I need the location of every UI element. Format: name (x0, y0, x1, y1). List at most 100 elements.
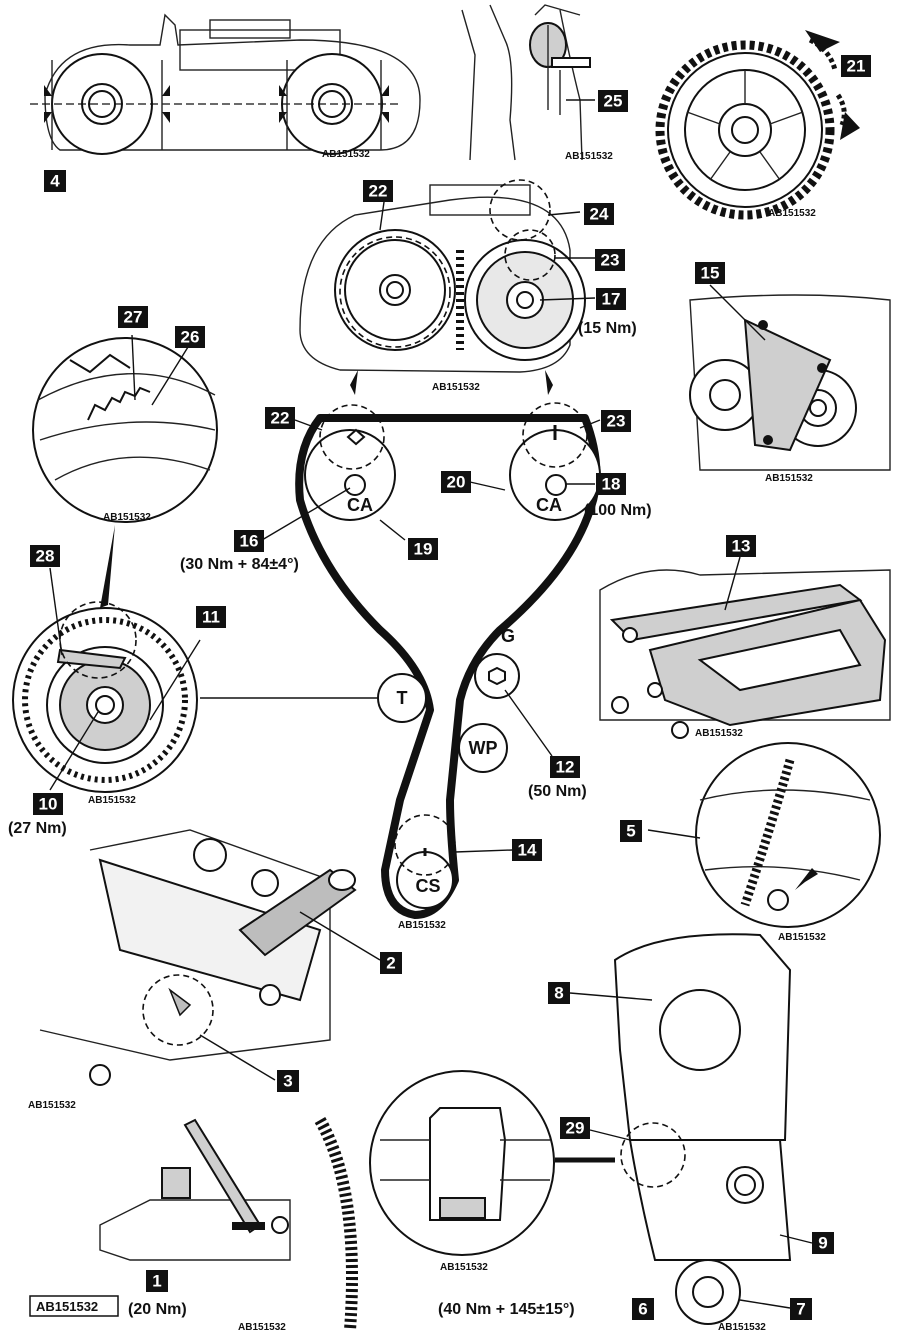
callout-21: 21 (841, 55, 871, 77)
corner-reference: AB151532 (29, 1295, 119, 1317)
callout-3: 3 (277, 1070, 299, 1092)
torque-18: (100 Nm) (584, 502, 652, 519)
callout-17: 17 (596, 288, 626, 310)
pulley-tensioner: T (397, 688, 408, 708)
panel-26-27-detail: AB151532 27 26 (32, 306, 218, 608)
pulley-guide-label: G (501, 626, 515, 646)
svg-text:10: 10 (39, 795, 58, 814)
svg-text:17: 17 (602, 290, 621, 309)
svg-text:6: 6 (638, 1300, 647, 1319)
svg-text:AB151532: AB151532 (36, 1299, 98, 1314)
svg-text:9: 9 (818, 1234, 827, 1253)
panel-ref: AB151532 (768, 208, 816, 219)
callout-6: 6 (632, 1298, 654, 1320)
callout-16: 16 (234, 530, 264, 552)
callout-7: 7 (790, 1298, 812, 1320)
panel-ref: AB151532 (103, 512, 151, 523)
svg-text:13: 13 (732, 537, 751, 556)
callout-10: 10 (33, 793, 63, 815)
callout-23-top: 23 (595, 249, 625, 271)
pulley-crankshaft: CS (415, 876, 440, 896)
svg-text:22: 22 (271, 409, 290, 428)
callout-12: 12 (550, 756, 580, 778)
svg-text:16: 16 (240, 532, 259, 551)
torque-6: (40 Nm + 145±15°) (438, 1301, 575, 1318)
svg-text:23: 23 (607, 412, 626, 431)
callout-26: 26 (175, 326, 205, 348)
callout-1: 1 (146, 1270, 168, 1292)
panel-ref: AB151532 (765, 473, 813, 484)
svg-text:24: 24 (590, 205, 609, 224)
svg-text:15: 15 (701, 264, 720, 283)
panel-21-cam-gear: AB151532 21 (655, 30, 871, 220)
panel-ref: AB151532 (432, 382, 480, 393)
callout-25: 25 (598, 90, 628, 112)
callout-23-main: 23 (601, 410, 631, 432)
callout-14: 14 (512, 839, 542, 861)
callout-13: 13 (726, 535, 756, 557)
svg-text:19: 19 (414, 540, 433, 559)
torque-17: (15 Nm) (578, 320, 637, 337)
panel-15-tensioner-plate: AB151532 15 (689, 262, 891, 484)
torque-12: (50 Nm) (528, 783, 587, 800)
callout-18: 18 (596, 473, 626, 495)
callout-11: 11 (196, 606, 226, 628)
svg-text:14: 14 (518, 841, 537, 860)
torque-1: (20 Nm) (128, 1301, 187, 1318)
callout-2: 2 (380, 952, 402, 974)
panel-ref: AB151532 (398, 920, 446, 931)
callout-9: 9 (812, 1232, 834, 1254)
panel-ref: AB151532 (778, 932, 826, 943)
torque-16: (30 Nm + 84±4°) (180, 556, 299, 573)
callout-5: 5 (620, 820, 642, 842)
pulley-ca-right: CA (536, 495, 562, 515)
callout-22-main: 22 (265, 407, 295, 429)
svg-text:1: 1 (152, 1272, 161, 1291)
panel-29-clip-detail: AB151532 (369, 1070, 615, 1273)
panel-5-flywheel-detail: AB151532 5 (620, 742, 881, 943)
svg-text:4: 4 (50, 172, 60, 191)
svg-text:23: 23 (601, 251, 620, 270)
panel-ref: AB151532 (88, 795, 136, 806)
panel-ref: AB151532 (322, 149, 370, 160)
panel-ref: AB151532 (440, 1262, 488, 1273)
svg-text:27: 27 (124, 308, 143, 327)
panel-ref: AB151532 (565, 151, 613, 162)
svg-text:5: 5 (626, 822, 635, 841)
svg-text:21: 21 (847, 57, 866, 76)
callout-15: 15 (695, 262, 725, 284)
panel-ref: AB151532 (718, 1322, 766, 1333)
svg-text:25: 25 (604, 92, 623, 111)
svg-text:12: 12 (556, 758, 575, 777)
svg-text:11: 11 (202, 608, 220, 627)
svg-text:2: 2 (386, 954, 395, 973)
callout-24: 24 (584, 203, 614, 225)
svg-text:18: 18 (602, 475, 621, 494)
svg-text:3: 3 (283, 1072, 292, 1091)
main-belt-routing: CA CA T G WP CS AB151532 22 23 20 18 (10… (180, 402, 652, 931)
callout-4: 4 (44, 170, 66, 192)
svg-text:26: 26 (181, 328, 200, 347)
callout-19: 19 (408, 538, 438, 560)
panel-25-locking-pin: AB151532 25 (461, 4, 628, 162)
callout-22-top: 22 (363, 180, 393, 202)
panel-4-camshaft-alignment: AB151532 4 (30, 13, 421, 192)
svg-text:22: 22 (369, 182, 388, 201)
callout-20: 20 (441, 471, 471, 493)
pulley-ca-left: CA (347, 495, 373, 515)
panel-ref: AB151532 (28, 1100, 76, 1111)
callout-28: 28 (30, 545, 60, 567)
svg-text:20: 20 (447, 473, 466, 492)
panel-17-camshaft-pulleys: AB151532 22 24 23 17 (15 Nm) (299, 179, 637, 395)
panel-1-flywheel-pin: AB151532 1 (20 Nm) (99, 1117, 358, 1333)
callout-8: 8 (548, 982, 570, 1004)
svg-text:7: 7 (796, 1300, 805, 1319)
svg-text:8: 8 (554, 984, 563, 1003)
callout-29: 29 (560, 1117, 590, 1139)
callout-27: 27 (118, 306, 148, 328)
panel-2-3-crank-tool: AB151532 2 3 (28, 829, 402, 1111)
panel-8-9-covers: AB151532 8 9 29 6 7 (40 Nm + 145±15°) (438, 933, 834, 1333)
panel-ref: AB151532 (695, 728, 743, 739)
panel-ref: AB151532 (238, 1322, 286, 1333)
